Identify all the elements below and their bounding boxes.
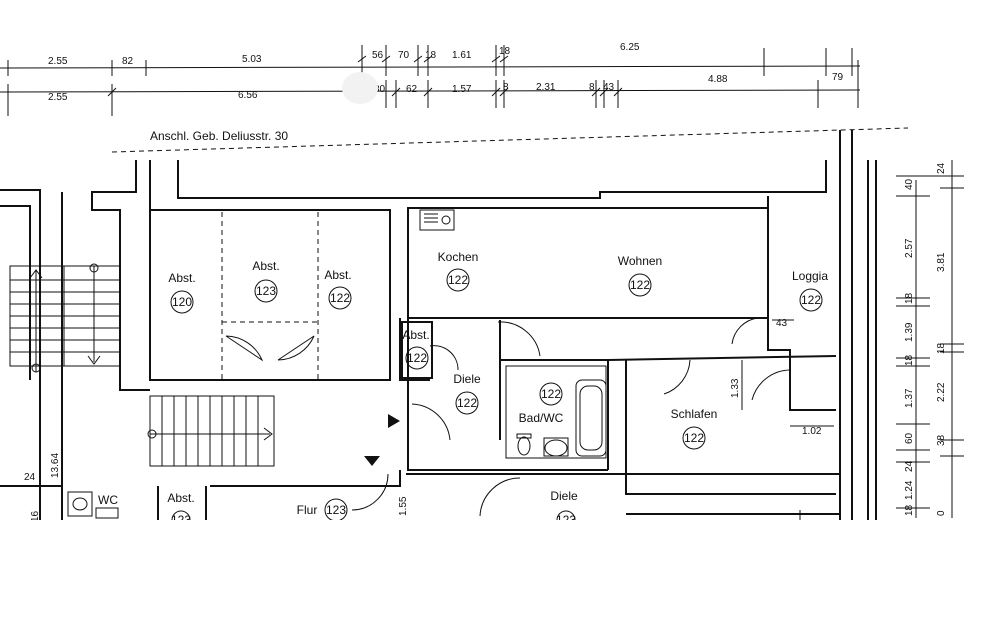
dim-right2-c: 18 [936,342,947,354]
dim-top1-g: 1.61 [452,50,472,61]
dim-left-a: 24 [24,472,36,483]
dim-right1-d: 1.39 [904,322,915,342]
room-number: 120 [172,295,192,309]
room-label: Flur [297,503,318,517]
dim-top2-a: 2.55 [48,92,68,103]
room-abst-123: Abst. 123 [252,259,280,303]
room-label: Abst. [168,271,195,285]
dim-right1-h: 24 [904,460,915,472]
room-number: 122 [684,431,704,445]
dim-top2-g: 2.31 [536,82,556,93]
room-number: 122 [457,396,477,410]
dim-right2-e: 38 [936,434,947,446]
room-number: 123 [256,284,276,298]
room-wc: WC [98,493,118,507]
room-number: 122 [407,351,427,365]
room-label: Loggia [792,269,828,283]
room-label: Diele [453,372,481,386]
room-number: 122 [630,278,650,292]
room-bad-wc: 122 Bad/WC [505,365,607,459]
walls [0,130,877,520]
dim-top2-c: 30 [374,84,386,95]
dim-right1-c: 18 [904,292,915,304]
dim-top1-c: 5.03 [242,54,262,65]
room-number: 122 [330,291,350,305]
dim-top1-d: 56 [372,50,384,61]
dim-right1-b: 2.57 [904,238,915,258]
right-dimension-chains: 40 2.57 18 1.39 18 1.37 60 24 1.24 18 24… [896,160,964,518]
dim-top2-i: 43 [603,82,615,93]
dim-top2-k: 79 [832,72,844,83]
dim-right2-a: 24 [936,162,947,174]
room-abst-small: Abst. 122 [401,321,433,379]
dim-right1-j: 18 [904,504,915,516]
dim-top2-h: 8 [589,82,595,93]
room-label: Abst. [402,328,429,342]
room-number: 122 [541,387,561,401]
dim-top1-f: 18 [425,50,437,61]
stairs-left [9,263,121,373]
dim-right1-i: 1.24 [904,480,915,500]
dim-interior-a: 43 [776,318,788,329]
room-label: Schlafen [671,407,718,421]
room-abst-122: Abst. 122 [324,268,352,310]
room-abst-120: Abst. 120 [168,271,196,314]
stairs-lower [147,395,275,467]
dim-top1-i: 6.25 [620,42,640,53]
bottom-margin [0,520,988,618]
dim-top2-j: 4.88 [708,74,728,85]
building-reference: Anschl. Geb. Deliusstr. 30 [150,129,288,143]
dim-top1-a: 2.55 [48,56,68,67]
room-number: 123 [326,503,346,517]
entrance-arrow-icon [388,414,400,428]
top-dimension-chains: 2.55 82 5.03 56 70 18 1.61 18 6.25 2.55 … [0,42,861,116]
dim-right2-f: 0 [936,510,947,516]
room-label: Abst. [167,491,194,505]
dim-right1-g: 60 [904,432,915,444]
dim-left-b: 13.64 [50,453,61,478]
dim-interior-d: 1.55 [398,496,409,516]
room-diele: Diele 122 [453,372,481,415]
direction-arrow-icon [364,456,380,466]
dim-top2-f: 8 [503,82,509,93]
room-number: 122 [448,273,468,287]
dim-interior-c: 1.02 [802,426,822,437]
room-label: Abst. [252,259,279,273]
dim-top1-b: 82 [122,56,134,67]
room-loggia: Loggia 122 [792,269,828,312]
wc-fixtures-icon [67,491,119,519]
dim-top1-e: 70 [398,50,410,61]
room-label: Diele [550,489,578,503]
bathtub-icon [575,379,607,457]
room-label: Abst. [324,268,351,282]
room-kochen: Kochen 122 [438,250,479,292]
dim-top2-d: 62 [406,84,418,95]
smudge [342,72,378,104]
dim-left-c: 16 [30,510,41,522]
dim-top2-e: 1.57 [452,84,472,95]
dim-interior-b: 1.33 [730,378,741,398]
room-label: Bad/WC [519,411,564,425]
room-wohnen: Wohnen 122 [618,254,662,297]
room-flur: Flur 123 [297,498,348,522]
property-line [111,127,909,153]
room-schlafen: Schlafen 122 [671,407,718,450]
dim-right2-b: 3.81 [936,252,947,272]
room-label: WC [98,493,118,507]
dim-top1-h: 18 [499,46,511,57]
toilet-icon [516,433,532,456]
room-label: Wohnen [618,254,662,268]
stove-icon [419,209,455,231]
dim-right2-d: 2.22 [936,382,947,402]
door-swings [225,317,834,517]
sink-icon [543,437,569,457]
room-number: 122 [801,293,821,307]
dim-top2-b: 6.56 [238,90,258,101]
room-label: Kochen [438,250,479,264]
dim-right1-e: 18 [904,354,915,366]
dim-right1-f: 1.37 [904,388,915,408]
dim-right1-a: 40 [904,178,915,190]
